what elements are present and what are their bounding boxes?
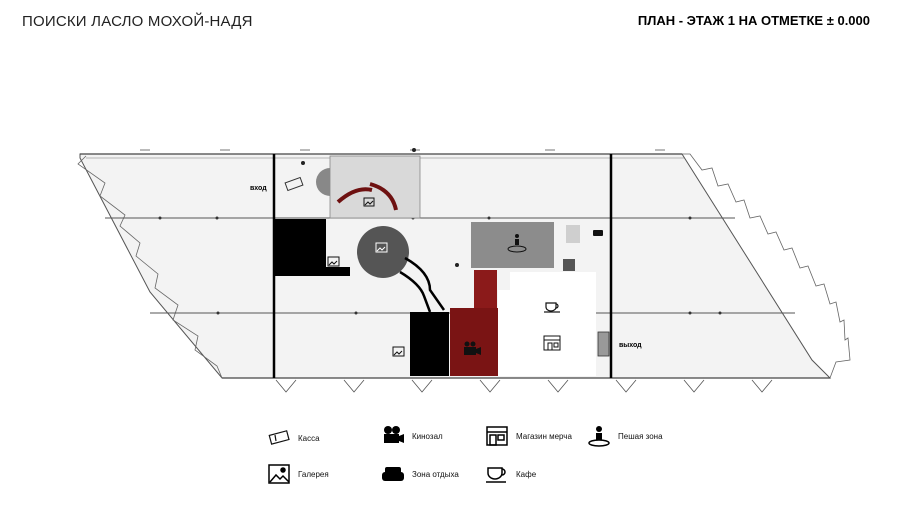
ticket-desk (316, 168, 330, 196)
cinema-icon (380, 424, 406, 448)
legend-walk: Пешая зона (586, 424, 663, 448)
gallery-icon (363, 197, 375, 207)
legend-ticket: Касса (266, 426, 320, 450)
shop-icon (543, 335, 561, 351)
entrance-label: вход (250, 185, 267, 192)
walk-zone (471, 222, 554, 268)
sofa-icon (380, 462, 406, 486)
walk-icon (507, 234, 527, 253)
ticket-icon (266, 426, 292, 450)
legend-cafe: Кафе (484, 462, 536, 486)
ticket-arc (336, 187, 373, 204)
legend-cinema-label: Кинозал (412, 431, 443, 441)
bottom-truss (275, 379, 773, 393)
legend-rest-label: Зона отдыха (412, 469, 459, 479)
cafe-icon (484, 462, 510, 486)
shop-icon (484, 424, 510, 448)
exit-label: выход (619, 342, 642, 349)
legend-gallery-label: Галерея (298, 469, 329, 479)
gallery-icon (266, 462, 292, 486)
project-title: ПОИСКИ ЛАСЛО МОХОЙ-НАДЯ (22, 13, 253, 30)
sheet-title: ПЛАН - ЭТАЖ 1 НА ОТМЕТКЕ ± 0.000 (637, 13, 870, 28)
red-corridor (474, 270, 497, 308)
ticket-icon (284, 176, 304, 192)
cafe-icon (544, 302, 560, 313)
legend-rest: Зона отдыха (380, 462, 459, 486)
cinema-icon (464, 341, 481, 355)
legend-walk-label: Пешая зона (618, 431, 663, 441)
legend-shop-label: Магазин мерча (516, 431, 572, 441)
right-edge-teeth (682, 153, 851, 379)
walk-icon (586, 424, 612, 448)
cafe-area (498, 290, 596, 376)
legend-cafe-label: Кафе (516, 469, 537, 479)
left-edge-teeth (77, 155, 223, 379)
legend-cinema: Кинозал (380, 424, 443, 448)
legend-shop: Магазин мерча (484, 424, 572, 448)
gallery-block (275, 219, 326, 276)
legend-gallery: Галерея (266, 462, 329, 486)
rest-icon (593, 230, 603, 236)
legend-ticket-label: Касса (298, 433, 320, 443)
